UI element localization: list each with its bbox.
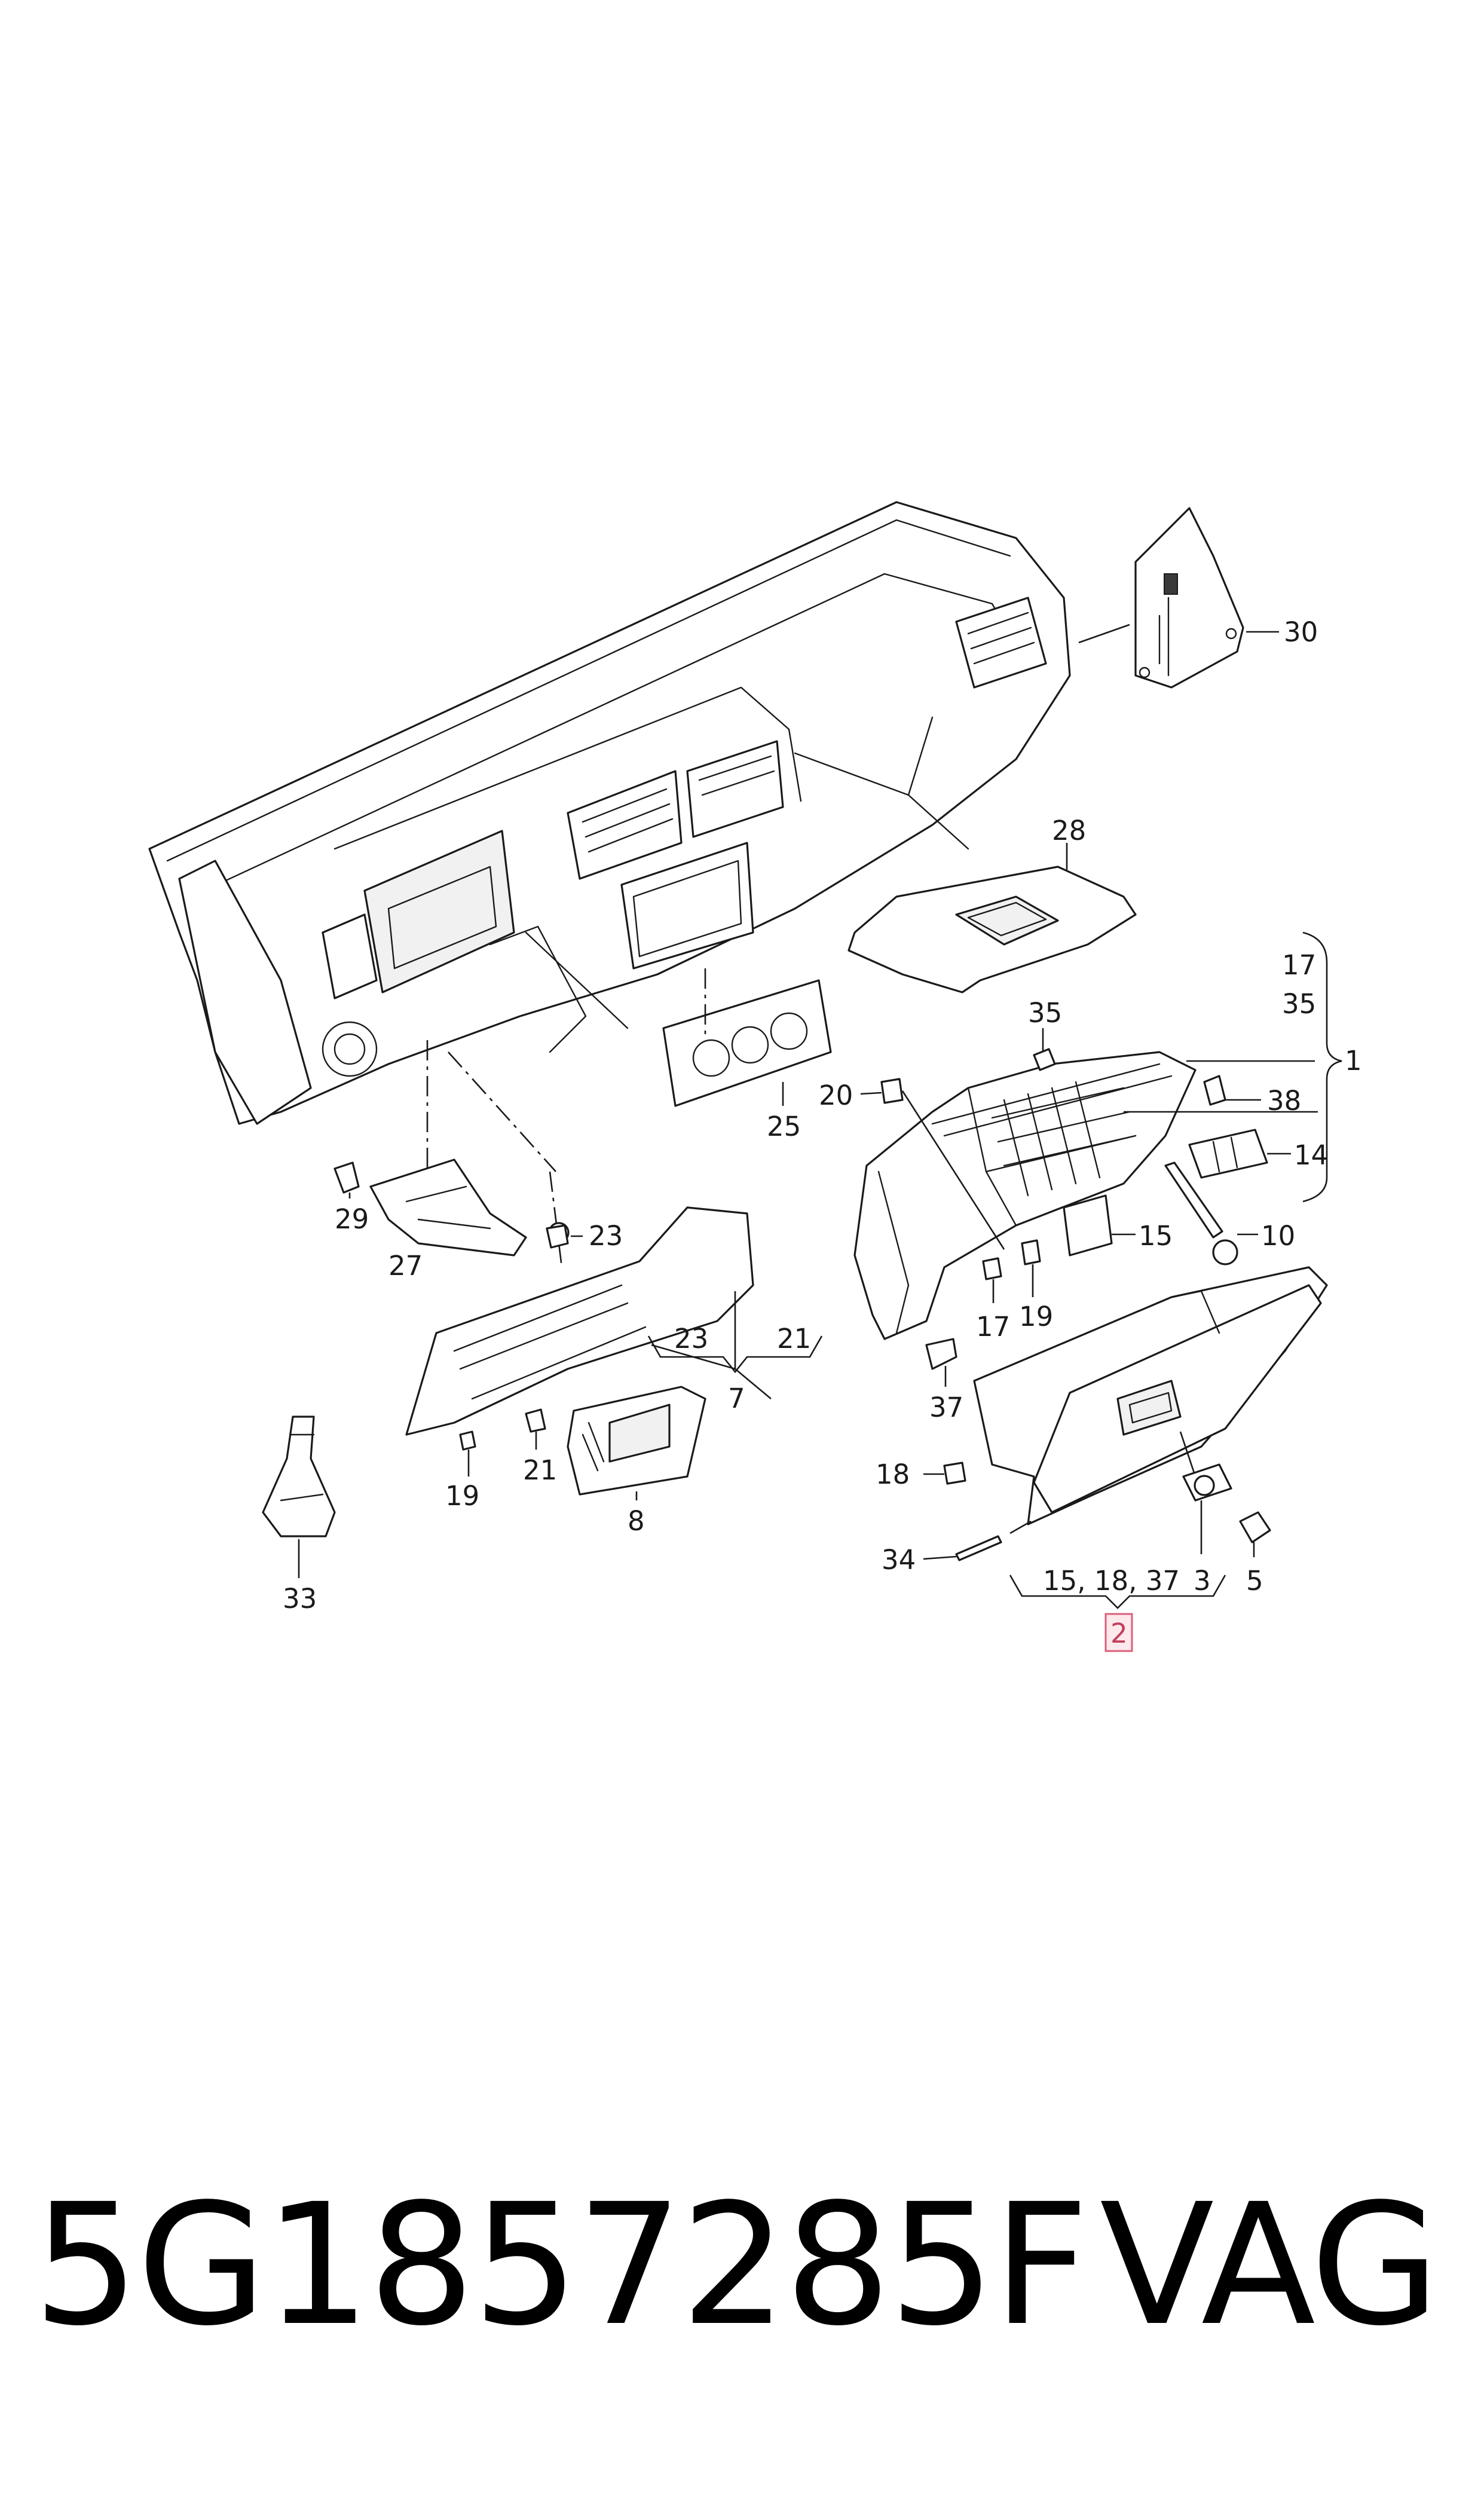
callout-37: 37: [929, 1392, 963, 1423]
callout-29: 29: [335, 1203, 369, 1235]
callout-7: 7: [728, 1383, 745, 1414]
callout-17-top: 17: [1282, 949, 1316, 981]
callout-3: 3: [1194, 1565, 1211, 1597]
callout-25: 25: [767, 1111, 801, 1142]
callout-34: 34: [882, 1544, 916, 1576]
bracket-group-7: [647, 1335, 823, 1374]
callout-35-top: 35: [1282, 988, 1316, 1020]
callout-5: 5: [1246, 1565, 1263, 1597]
part-37-buffer: [925, 1338, 957, 1387]
callout-28: 28: [1052, 815, 1086, 846]
part-23-clip-left: [546, 1224, 583, 1249]
callout-2: 2: [1110, 1618, 1128, 1649]
callout-20: 20: [819, 1080, 853, 1111]
callout-23: 23: [674, 1323, 708, 1355]
bracket-group-2: [1009, 1575, 1226, 1609]
callout-8: 8: [628, 1505, 645, 1537]
part-28-tray-mat: [847, 843, 1137, 993]
part-29-clip: [333, 1161, 360, 1199]
callout-group-2: 15, 18, 37: [1043, 1565, 1180, 1597]
callout-21: 21: [777, 1323, 811, 1355]
part-3-lock: [1182, 1463, 1232, 1554]
part-17-screw: [982, 1257, 1002, 1303]
connector-dashed-2: [549, 1171, 563, 1268]
part-1-glovebox-housing: [853, 1051, 1318, 1340]
callout-1: 1: [1345, 1045, 1362, 1077]
callout-14: 14: [1294, 1139, 1328, 1171]
callout-17: 17: [976, 1311, 1010, 1343]
brand-name: VAG: [1100, 2168, 1440, 2363]
part-30-side-trim: [1078, 507, 1279, 689]
part-2-glovebox-lid: [973, 1266, 1328, 1526]
part-8-storage-compartment: [567, 1386, 706, 1500]
highlight-box: [1104, 1613, 1133, 1652]
part-27-bracket: [369, 1158, 527, 1257]
part-18-screw: [923, 1462, 966, 1485]
callout-30: 30: [1284, 616, 1318, 648]
callout-2-highlight[interactable]: 2: [1104, 1613, 1133, 1652]
part-5-cap: [1239, 1511, 1271, 1557]
part-14-switch: [1188, 1129, 1291, 1179]
callout-38: 38: [1267, 1085, 1301, 1117]
part-38-clip: [1203, 1075, 1261, 1106]
connector-dashed-4: [448, 1051, 556, 1172]
part-15-latch: [1063, 1194, 1136, 1257]
part-35-clip: [1033, 1028, 1056, 1071]
part-21-clip-left: [525, 1408, 546, 1450]
bracket-group-1: [1302, 931, 1342, 1203]
callout-23-left: 23: [589, 1220, 623, 1252]
callout-19-right: 19: [1019, 1301, 1053, 1332]
part-34-pin: [923, 1520, 1032, 1561]
callout-10: 10: [1261, 1220, 1295, 1252]
part-19-screw-left: [459, 1430, 476, 1476]
part-33-gear-boot: [262, 1416, 336, 1578]
callout-35: 35: [1028, 997, 1062, 1029]
part-25-climate-panel: [662, 979, 832, 1107]
callout-18: 18: [876, 1459, 910, 1490]
callout-21-left: 21: [523, 1454, 557, 1486]
part-number: 5G1857285F: [33, 2168, 1089, 2363]
callout-33: 33: [283, 1583, 317, 1615]
part-10-damper: [1164, 1161, 1258, 1265]
dashboard-panel: [148, 501, 1071, 1125]
callout-19-left: 19: [445, 1480, 479, 1512]
callout-27: 27: [388, 1250, 423, 1282]
callout-15: 15: [1139, 1220, 1173, 1252]
part-19-screw-right: [1021, 1239, 1041, 1297]
part-20-clip: [860, 1078, 1005, 1250]
